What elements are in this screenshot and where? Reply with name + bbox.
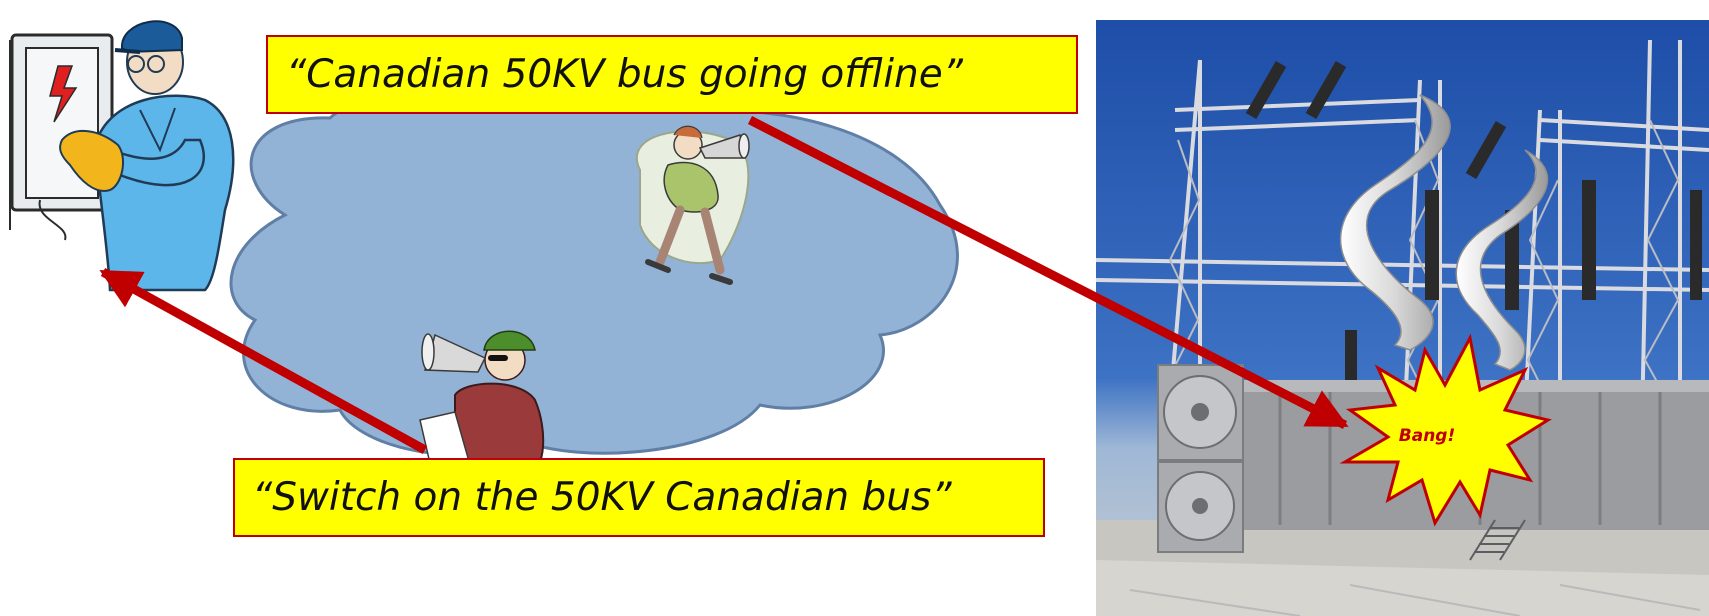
cooling-fan-top bbox=[1157, 364, 1244, 461]
electrician-icon bbox=[59, 20, 235, 292]
explosion-label: Bang! bbox=[1399, 426, 1455, 446]
arrow-to-electrician bbox=[99, 268, 428, 454]
switch-on-command-text: “Switch on the 50KV Canadian bus” bbox=[252, 475, 952, 520]
announcer-with-megaphone-icon bbox=[419, 330, 545, 473]
offline-message-caption: “Canadian 50KV bus going offline” bbox=[266, 35, 1078, 114]
cooling-fan-bottom bbox=[1157, 461, 1244, 553]
explosion-burst: Bang! bbox=[1339, 333, 1552, 527]
substation-photo: Bang! bbox=[1095, 20, 1709, 616]
director-with-megaphone-icon bbox=[636, 125, 750, 285]
fuse-box-icon bbox=[9, 33, 114, 241]
switch-on-command-caption: “Switch on the 50KV Canadian bus” bbox=[233, 458, 1045, 537]
offline-message-text: “Canadian 50KV bus going offline” bbox=[286, 52, 963, 97]
smoke-icon bbox=[1339, 94, 1549, 371]
arrow-to-substation bbox=[747, 115, 1349, 430]
